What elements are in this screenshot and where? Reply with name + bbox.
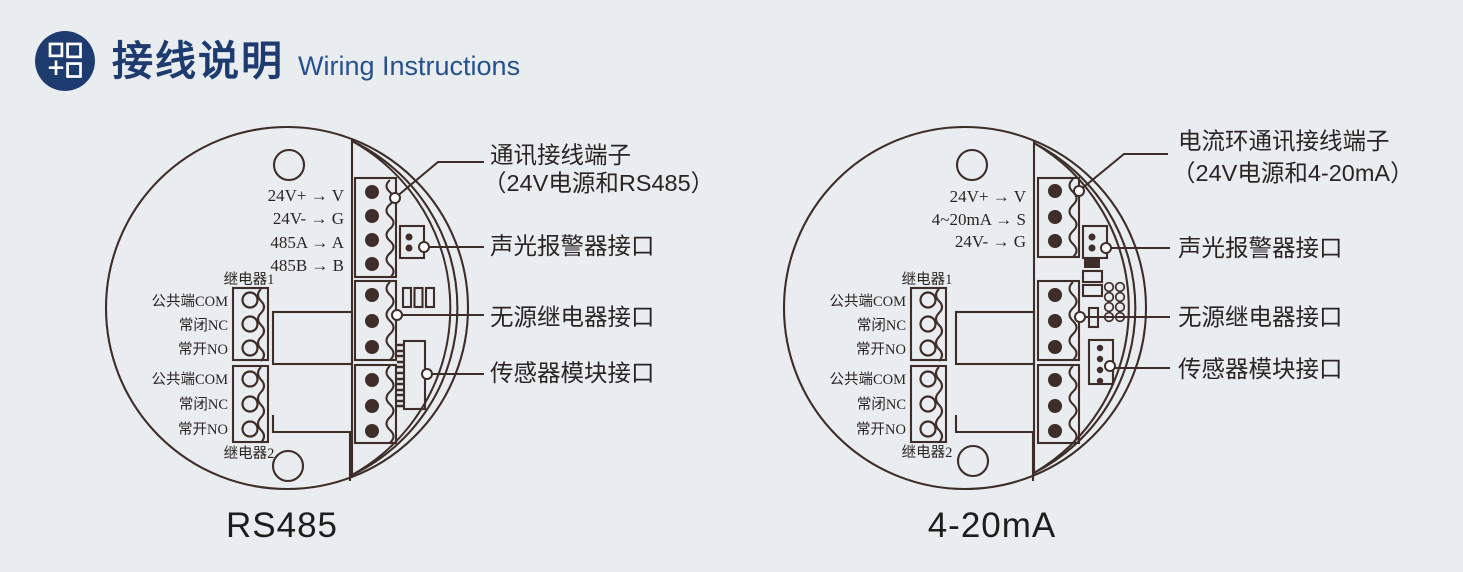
rs485-labels: 24V+ → V 24V- → G 485A → A 485B → B 继电器1… (151, 186, 344, 462)
diagram-rs485: 24V+ → V 24V- → G 485A → A 485B → B 继电器1… (104, 125, 714, 491)
cover-arc-outer (351, 140, 459, 476)
pcb-lower-outline (954, 415, 1035, 481)
alarm-connector (398, 224, 426, 260)
relay2-label: 继电器2 (224, 445, 275, 462)
relay2-block (231, 364, 270, 444)
relay-out-block-2 (353, 363, 398, 445)
relay2-pin-com: 公共端COM (829, 371, 906, 388)
page-title: 接线说明 (112, 37, 284, 84)
callout-comm-line1: 电流环通讯接线端子 (1178, 128, 1390, 154)
alarm-connector (1081, 224, 1109, 260)
relay1-block (909, 286, 948, 362)
relay1-label: 继电器1 (902, 271, 953, 288)
relay2-pin-com: 公共端COM (151, 371, 228, 388)
leader-comm (1078, 152, 1168, 192)
pcb-lower-outline (271, 415, 352, 481)
cover-arc-inner (351, 140, 452, 476)
relay1-pin-no: 常开NO (856, 341, 906, 358)
cover-arc-outer (1033, 142, 1137, 474)
pcb-center-block (954, 310, 1036, 366)
sensor-connector-pins (397, 343, 404, 408)
420ma-terminal-pins (1048, 184, 1104, 438)
header: 接线说明 Wiring Instructions (34, 30, 520, 92)
caption-420ma: 4-20mA (927, 506, 1057, 545)
relay1-label: 继电器1 (224, 271, 275, 288)
comm-terminal-block (353, 176, 398, 279)
page-subtitle: Wiring Instructions (298, 50, 521, 81)
comm-terminal-block (1036, 176, 1081, 259)
dip-switch-3 (424, 286, 436, 309)
relay2-label: 继电器2 (902, 444, 953, 461)
mounting-hole-top (955, 148, 989, 182)
callout-sensor: 传感器模块接口 (490, 360, 655, 386)
terminal-label-g: 24V- → G (273, 209, 344, 228)
callout-relay: 无源继电器接口 (1178, 304, 1343, 330)
relay1-block (231, 286, 270, 362)
relay-out-wavy-2 (1068, 365, 1078, 444)
relay2-pin-no: 常开NO (178, 421, 228, 438)
diagram-420ma: 24V+ → V 4~20mA → S 24V- → G 继电器1 公共端COM… (782, 125, 1414, 491)
caption-rs485: RS485 (225, 506, 339, 545)
420ma-relay-pins (919, 291, 937, 438)
rs485-terminal-pins (365, 185, 413, 438)
rs485-callouts: 通讯接线端子 （24V电源和RS485） 声光报警器接口 无源继电器接口 传感器… (483, 142, 714, 386)
apps-plus-icon (35, 31, 95, 91)
relay2-pin-nc: 常闭NC (179, 396, 228, 413)
relay1-pin-no: 常开NO (178, 341, 228, 358)
mounting-hole-top (272, 148, 306, 182)
relay1-pin-com: 公共端COM (151, 293, 228, 310)
terminal-label-v: 24V+ → V (950, 187, 1027, 206)
relay2-wavy-edge (934, 366, 944, 444)
callout-comm-line2: （24V电源和RS485） (483, 170, 714, 196)
rs485-leader-dots (389, 192, 433, 380)
relay-out-wavy-2 (385, 365, 395, 444)
dip-switch-2 (413, 286, 424, 309)
comm-terminal-wavy-edge (1068, 178, 1078, 258)
pcb-center-block (271, 310, 354, 366)
jumper-block-2 (1081, 283, 1104, 298)
relay-out-block-2 (1036, 363, 1081, 445)
housing-circle (782, 125, 1148, 491)
terminal-label-v: 24V+ → V (268, 186, 345, 205)
relay-out-wavy-1 (1068, 281, 1078, 361)
420ma-callouts: 电流环通讯接线端子 （24V电源和4-20mA） 声光报警器接口 无源继电器接口… (1172, 128, 1414, 382)
420ma-leader-dots (1073, 185, 1116, 372)
relay2-pin-nc: 常闭NC (857, 396, 906, 413)
relay1-wavy-edge (256, 288, 266, 362)
mounting-hole-bottom (271, 449, 305, 483)
terminal-label-g: 24V- → G (955, 232, 1026, 251)
callout-alarm: 声光报警器接口 (1178, 235, 1343, 261)
relay1-pin-nc: 常闭NC (857, 317, 906, 334)
callout-sensor: 传感器模块接口 (1178, 356, 1343, 382)
terminal-label-s: 4~20mA → S (932, 210, 1026, 229)
callout-alarm: 声光报警器接口 (490, 233, 655, 259)
relay1-wavy-edge (934, 288, 944, 362)
dip-switch-1 (401, 286, 413, 309)
mounting-hole-bottom (956, 444, 990, 478)
420ma-pin-grid (1103, 281, 1126, 323)
callout-comm-line1: 通讯接线端子 (490, 142, 631, 168)
relay-out-wavy-1 (385, 281, 395, 361)
relay2-wavy-edge (256, 366, 266, 444)
terminal-label-b: 485B → B (270, 256, 344, 275)
rs485-relay-pins (241, 291, 259, 438)
420ma-labels: 24V+ → V 4~20mA → S 24V- → G 继电器1 公共端COM… (829, 187, 1026, 461)
callout-comm-line2: （24V电源和4-20mA） (1172, 160, 1414, 186)
housing-circle (104, 125, 470, 491)
jumper-block-1 (1081, 269, 1104, 284)
leader-comm (394, 160, 484, 199)
relay2-pin-no: 常开NO (856, 421, 906, 438)
terminal-label-a: 485A → A (270, 233, 344, 252)
relay2-block (909, 364, 948, 444)
relay1-pin-nc: 常闭NC (179, 317, 228, 334)
callout-relay: 无源继电器接口 (490, 304, 655, 330)
relay1-pin-com: 公共端COM (829, 293, 906, 310)
420ma-line-art (782, 125, 1170, 491)
